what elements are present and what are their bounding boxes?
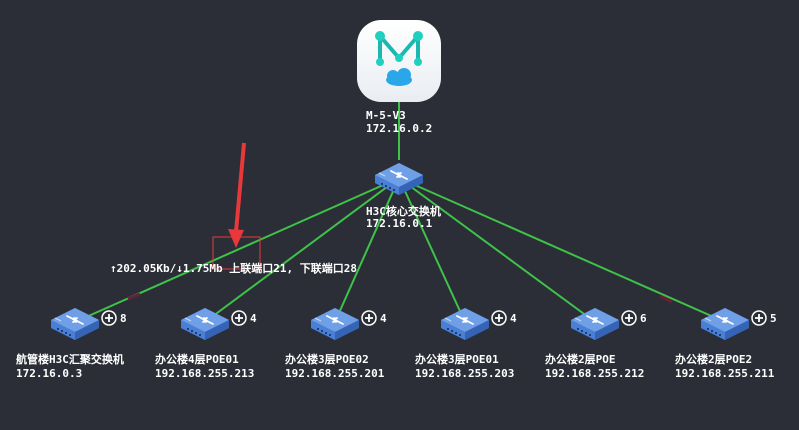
switch-icon [700,307,750,341]
expand-icon[interactable] [491,310,507,326]
controller-ip: 172.16.0.2 [366,122,432,135]
switch-name: 办公楼3层POE02 [285,352,369,366]
switch-name: 办公楼2层POE2 [675,352,752,366]
child-count: 4 [510,312,517,325]
switch-ip: 192.168.255.201 [285,367,385,380]
controller-logo-icon [375,31,423,86]
switch-node[interactable] [440,307,490,341]
highlight-box [212,236,261,270]
switch-ip: 192.168.255.211 [675,367,775,380]
switch-icon [50,307,100,341]
switch-ip: 172.16.0.3 [16,367,82,380]
controller-name: M-5-V3 [366,109,406,122]
switch-icon [570,307,620,341]
link-traffic-label: ↑202.05Kb/↓1.75Mb 上联端口21, 下联端口28 [110,261,357,275]
switch-node[interactable] [50,307,100,341]
annotation-arrow [228,142,246,248]
link-core-switch-4[interactable] [398,177,466,323]
link-core-switch-6[interactable] [398,177,726,323]
expand-icon[interactable] [361,310,377,326]
child-count: 4 [380,312,387,325]
child-count: 5 [770,312,777,325]
link-marker [127,292,141,301]
switch-ip: 192.168.255.213 [155,367,254,380]
expand-icon[interactable] [621,310,637,326]
switch-icon [180,307,230,341]
switch-ip: 192.168.255.203 [415,367,514,380]
link-core-switch-3[interactable] [334,177,400,323]
controller-node[interactable] [357,20,441,102]
switch-icon [310,307,360,341]
link-core-switch-5[interactable] [398,177,596,323]
child-count: 4 [250,312,257,325]
switch-ip: 192.168.255.212 [545,367,644,380]
switch-icon [440,307,490,341]
switch-name: 办公楼3层POE01 [415,352,499,366]
core-switch-name: H3C核心交换机 [366,204,441,218]
switch-node[interactable] [180,307,230,341]
switch-node[interactable] [700,307,750,341]
expand-icon[interactable] [231,310,247,326]
link-layer [74,100,726,323]
expand-icon[interactable] [751,310,767,326]
switch-node[interactable] [570,307,620,341]
switch-name: 航管楼H3C汇聚交换机 [16,352,124,366]
switch-name: 办公楼2层POE [545,352,616,366]
switch-node[interactable] [310,307,360,341]
expand-icon[interactable] [101,310,117,326]
link-core-switch-2[interactable] [204,177,400,323]
link-marker [659,294,673,304]
core-switch-ip: 172.16.0.1 [366,217,433,230]
child-count: 8 [120,312,127,325]
switch-name: 办公楼4层POE01 [155,352,239,366]
child-count: 6 [640,312,647,325]
